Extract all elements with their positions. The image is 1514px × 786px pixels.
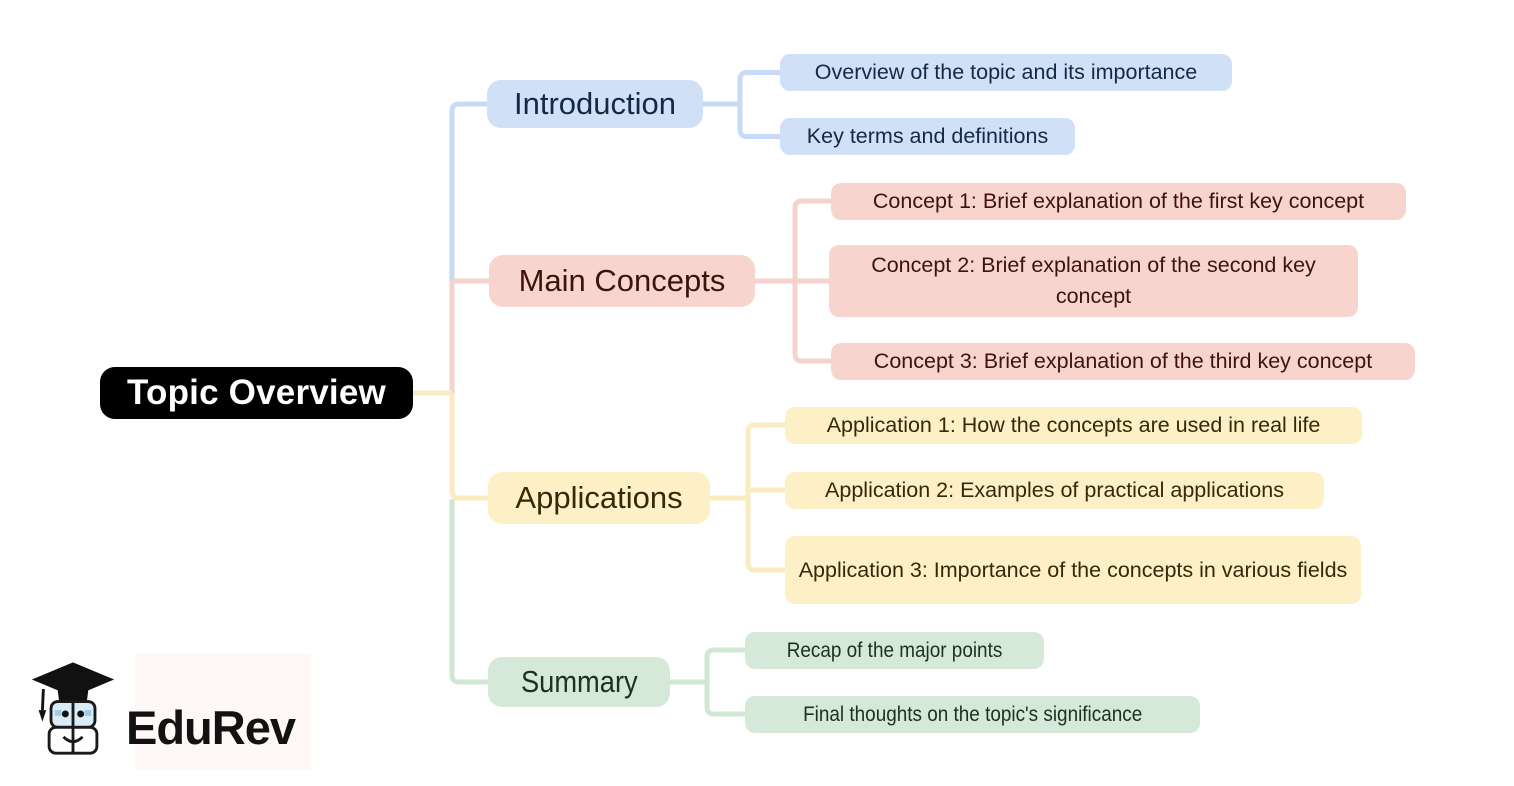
leaf-label: Concept 1: Brief explanation of the firs… xyxy=(872,189,1365,213)
edurev-mascot-icon xyxy=(31,662,115,755)
leaf-label: Concept 2: Brief explanation of the seco… xyxy=(871,253,1316,308)
leaf-node: Key terms and definitions xyxy=(780,118,1075,155)
connector-children-introduction xyxy=(703,70,780,139)
branch-node-summary: Summary xyxy=(488,657,670,707)
connector-trunk-summary xyxy=(449,499,488,685)
leaf-node: Application 3: Importance of the concept… xyxy=(785,536,1361,604)
edurev-logo: EduRev xyxy=(30,660,296,766)
leaf-node: Concept 2: Brief explanation of the seco… xyxy=(829,245,1358,317)
branch-label: Summary xyxy=(520,664,638,699)
connector-children-main-concepts xyxy=(755,198,831,364)
connector-trunk-main-concepts xyxy=(449,278,489,393)
branch-label: Introduction xyxy=(514,86,676,121)
branch-node-introduction: Introduction xyxy=(487,80,703,128)
leaf-node: Overview of the topic and its importance xyxy=(780,54,1232,91)
leaf-label: Application 3: Importance of the concept… xyxy=(798,558,1348,582)
logo-background-tint xyxy=(135,653,311,770)
root-label: Topic Overview xyxy=(127,373,386,412)
branch-label: Main Concepts xyxy=(518,263,726,298)
leaf-node: Application 1: How the concepts are used… xyxy=(785,407,1362,444)
edurev-wordmark: EduRev xyxy=(126,700,296,754)
branch-label: Applications xyxy=(515,480,683,515)
leaf-label: Application 1: How the concepts are used… xyxy=(826,413,1321,437)
leaf-label: Concept 3: Brief explanation of the thir… xyxy=(873,349,1373,373)
connector-trunk-applications xyxy=(413,390,488,501)
connector-trunk-introduction xyxy=(449,101,487,281)
leaf-node: Application 2: Examples of practical app… xyxy=(785,472,1324,509)
connector-children-applications xyxy=(710,422,785,573)
leaf-label: Application 2: Examples of practical app… xyxy=(825,478,1284,502)
leaf-node: Concept 1: Brief explanation of the firs… xyxy=(831,183,1406,220)
leaf-node: Final thoughts on the topic's significan… xyxy=(745,696,1200,733)
branch-node-applications: Applications xyxy=(488,472,710,524)
leaf-label: Overview of the topic and its importance xyxy=(814,60,1198,84)
leaf-label: Final thoughts on the topic's significan… xyxy=(802,702,1143,726)
leaf-label: Key terms and definitions xyxy=(806,124,1049,148)
connector-children-summary xyxy=(670,647,745,717)
root-node-topic-overview: Topic Overview xyxy=(100,367,413,419)
branch-node-main-concepts: Main Concepts xyxy=(489,255,755,307)
leaf-node: Concept 3: Brief explanation of the thir… xyxy=(831,343,1415,380)
leaf-label: Recap of the major points xyxy=(786,638,1003,662)
leaf-node: Recap of the major points xyxy=(745,632,1044,669)
